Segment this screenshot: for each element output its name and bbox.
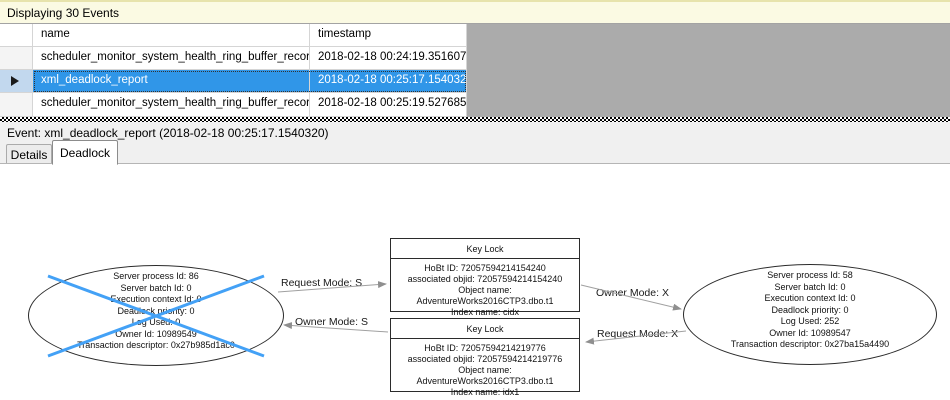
cell-name[interactable]: scheduler_monitor_system_health_ring_buf… [33, 47, 310, 70]
column-header-name[interactable]: name [33, 24, 310, 47]
table-row-selected[interactable]: xml_deadlock_report 2018-02-18 00:25:17.… [0, 70, 467, 93]
process-line: Server process Id: 58 [767, 270, 853, 281]
cell-timestamp[interactable]: 2018-02-18 00:24:19.3516078 [310, 47, 467, 70]
lock-line: Object name: AdventureWorks2016CTP3.dbo.… [416, 285, 554, 306]
process-line: Server process Id: 86 [113, 271, 199, 282]
cell-timestamp[interactable]: 2018-02-18 00:25:17.1540320 [310, 70, 467, 93]
grid-header-row: name timestamp [0, 24, 467, 47]
lock-line: Index name: cidx [450, 307, 520, 317]
lock-line: HoBt ID: 72057594214219776 [424, 343, 546, 353]
cell-timestamp[interactable]: 2018-02-18 00:25:19.5276859 [310, 93, 467, 117]
process-line: Deadlock priority: 0 [771, 304, 849, 315]
events-grid: name timestamp scheduler_monitor_system_… [0, 24, 467, 117]
key-lock-title: Key Lock [391, 319, 579, 339]
process-node-victim[interactable]: Server process Id: 86 Server batch Id: 0… [28, 265, 284, 366]
process-line: Execution context Id: 0 [764, 293, 856, 304]
process-line: Server batch Id: 0 [774, 281, 846, 292]
process-line: Owner Id: 10989547 [769, 327, 851, 338]
key-lock-node-top[interactable]: Key Lock HoBt ID: 72057594214154240 asso… [390, 238, 580, 317]
lock-line: associated objid: 72057594214219776 [407, 354, 563, 364]
tab-deadlock[interactable]: Deadlock [52, 140, 118, 165]
lock-line: Object name: AdventureWorks2016CTP3.dbo.… [416, 365, 554, 386]
grid-corner-cell [0, 24, 33, 47]
cell-name[interactable]: scheduler_monitor_system_health_ring_buf… [33, 93, 310, 117]
pane-splitter-handle[interactable] [0, 117, 950, 122]
events-count-text: Displaying 30 Events [7, 6, 120, 20]
cell-name[interactable]: xml_deadlock_report [33, 70, 310, 93]
process-line: Log Used: 0 [131, 317, 181, 328]
edge-label-request-x: Request Mode: X [597, 328, 679, 340]
selected-event-title: Event: xml_deadlock_report (2018-02-18 0… [7, 126, 329, 140]
edge-label-owner-s: Owner Mode: S [295, 316, 368, 328]
column-header-timestamp[interactable]: timestamp [310, 24, 467, 47]
row-header-cell[interactable] [0, 47, 33, 70]
table-row[interactable]: scheduler_monitor_system_health_ring_buf… [0, 93, 467, 117]
process-line: Deadlock priority: 0 [117, 305, 195, 316]
edge-label-request-s: Request Mode: S [281, 277, 363, 289]
table-row[interactable]: scheduler_monitor_system_health_ring_buf… [0, 47, 467, 70]
process-line: Transaction descriptor: 0x27ba15a4490 [730, 339, 890, 350]
process-line: Execution context Id: 0 [110, 294, 202, 305]
process-line: Owner Id: 10989549 [115, 328, 197, 339]
tab-details[interactable]: Details [6, 144, 52, 164]
key-lock-node-bottom[interactable]: Key Lock HoBt ID: 72057594214219776 asso… [390, 318, 580, 397]
events-count-bar: Displaying 30 Events [0, 0, 950, 24]
row-header-cell[interactable] [0, 93, 33, 117]
edge-label-owner-x: Owner Mode: X [596, 287, 669, 299]
lock-line: HoBt ID: 72057594214154240 [424, 263, 546, 273]
row-header-cell[interactable] [0, 70, 33, 93]
deadlock-graph-pane: Server process Id: 86 Server batch Id: 0… [0, 163, 950, 400]
grid-empty-area [467, 24, 950, 117]
process-node[interactable]: Server process Id: 58 Server batch Id: 0… [683, 264, 937, 365]
lock-line: associated objid: 72057594214154240 [407, 274, 563, 284]
key-lock-title: Key Lock [391, 239, 579, 259]
process-line: Server batch Id: 0 [120, 282, 192, 293]
process-line: Transaction descriptor: 0x27b985d1ac0 [77, 340, 235, 351]
current-row-arrow-icon [11, 76, 19, 86]
lock-line: Index name: idx1 [450, 387, 520, 397]
process-line: Log Used: 252 [780, 316, 840, 327]
